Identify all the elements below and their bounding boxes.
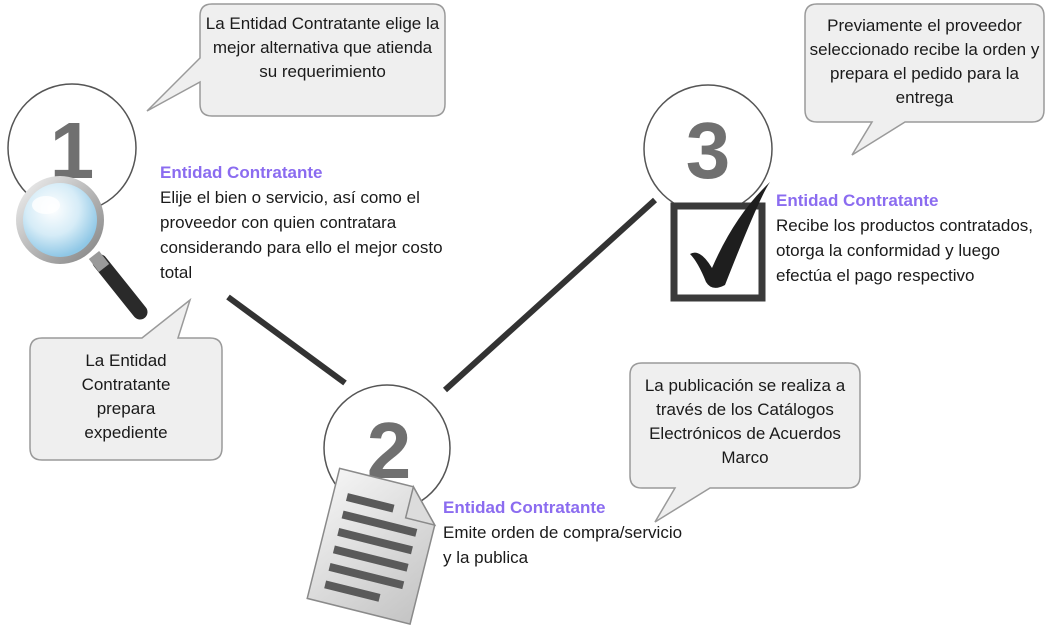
step-1-heading: Entidad Contratante	[160, 163, 323, 182]
step-1-description: Elije el bien o servicio, así como el pr…	[160, 188, 443, 282]
callout-middle-right-text: La publicación se realiza a través de lo…	[644, 376, 846, 467]
step-1-text: Entidad Contratante Elije el bien o serv…	[160, 160, 452, 285]
callout-top-right	[804, 3, 1045, 156]
callout-top-right-text: Previamente el proveedor seleccionado re…	[809, 16, 1040, 107]
callout-bottom-left	[29, 297, 223, 461]
magnifier-icon	[16, 176, 148, 320]
checkbox-check-icon	[670, 182, 770, 302]
step-2-heading: Entidad Contratante	[443, 498, 606, 517]
step-3-number: 3	[686, 106, 731, 195]
step-3-heading: Entidad Contratante	[776, 191, 939, 210]
connector-line-2-3	[442, 197, 658, 393]
step-3-description: Recibe los productos contratados, otorga…	[776, 216, 1034, 285]
document-icon	[306, 467, 437, 625]
callout-middle-right	[629, 362, 861, 523]
step-3-text: Entidad Contratante Recibe los productos…	[776, 188, 1038, 288]
step-2-description: Emite orden de compra/servicio y la publ…	[443, 523, 683, 567]
connector-line-1-2	[226, 294, 347, 386]
callout-top-left	[146, 3, 446, 117]
callout-top-left-text: La Entidad Contratante elige la mejor al…	[205, 14, 440, 81]
callout-bottom-left-text: La Entidad Contratante prepara expedient…	[81, 351, 171, 442]
step-2-text: Entidad Contratante Emite orden de compr…	[443, 495, 693, 570]
